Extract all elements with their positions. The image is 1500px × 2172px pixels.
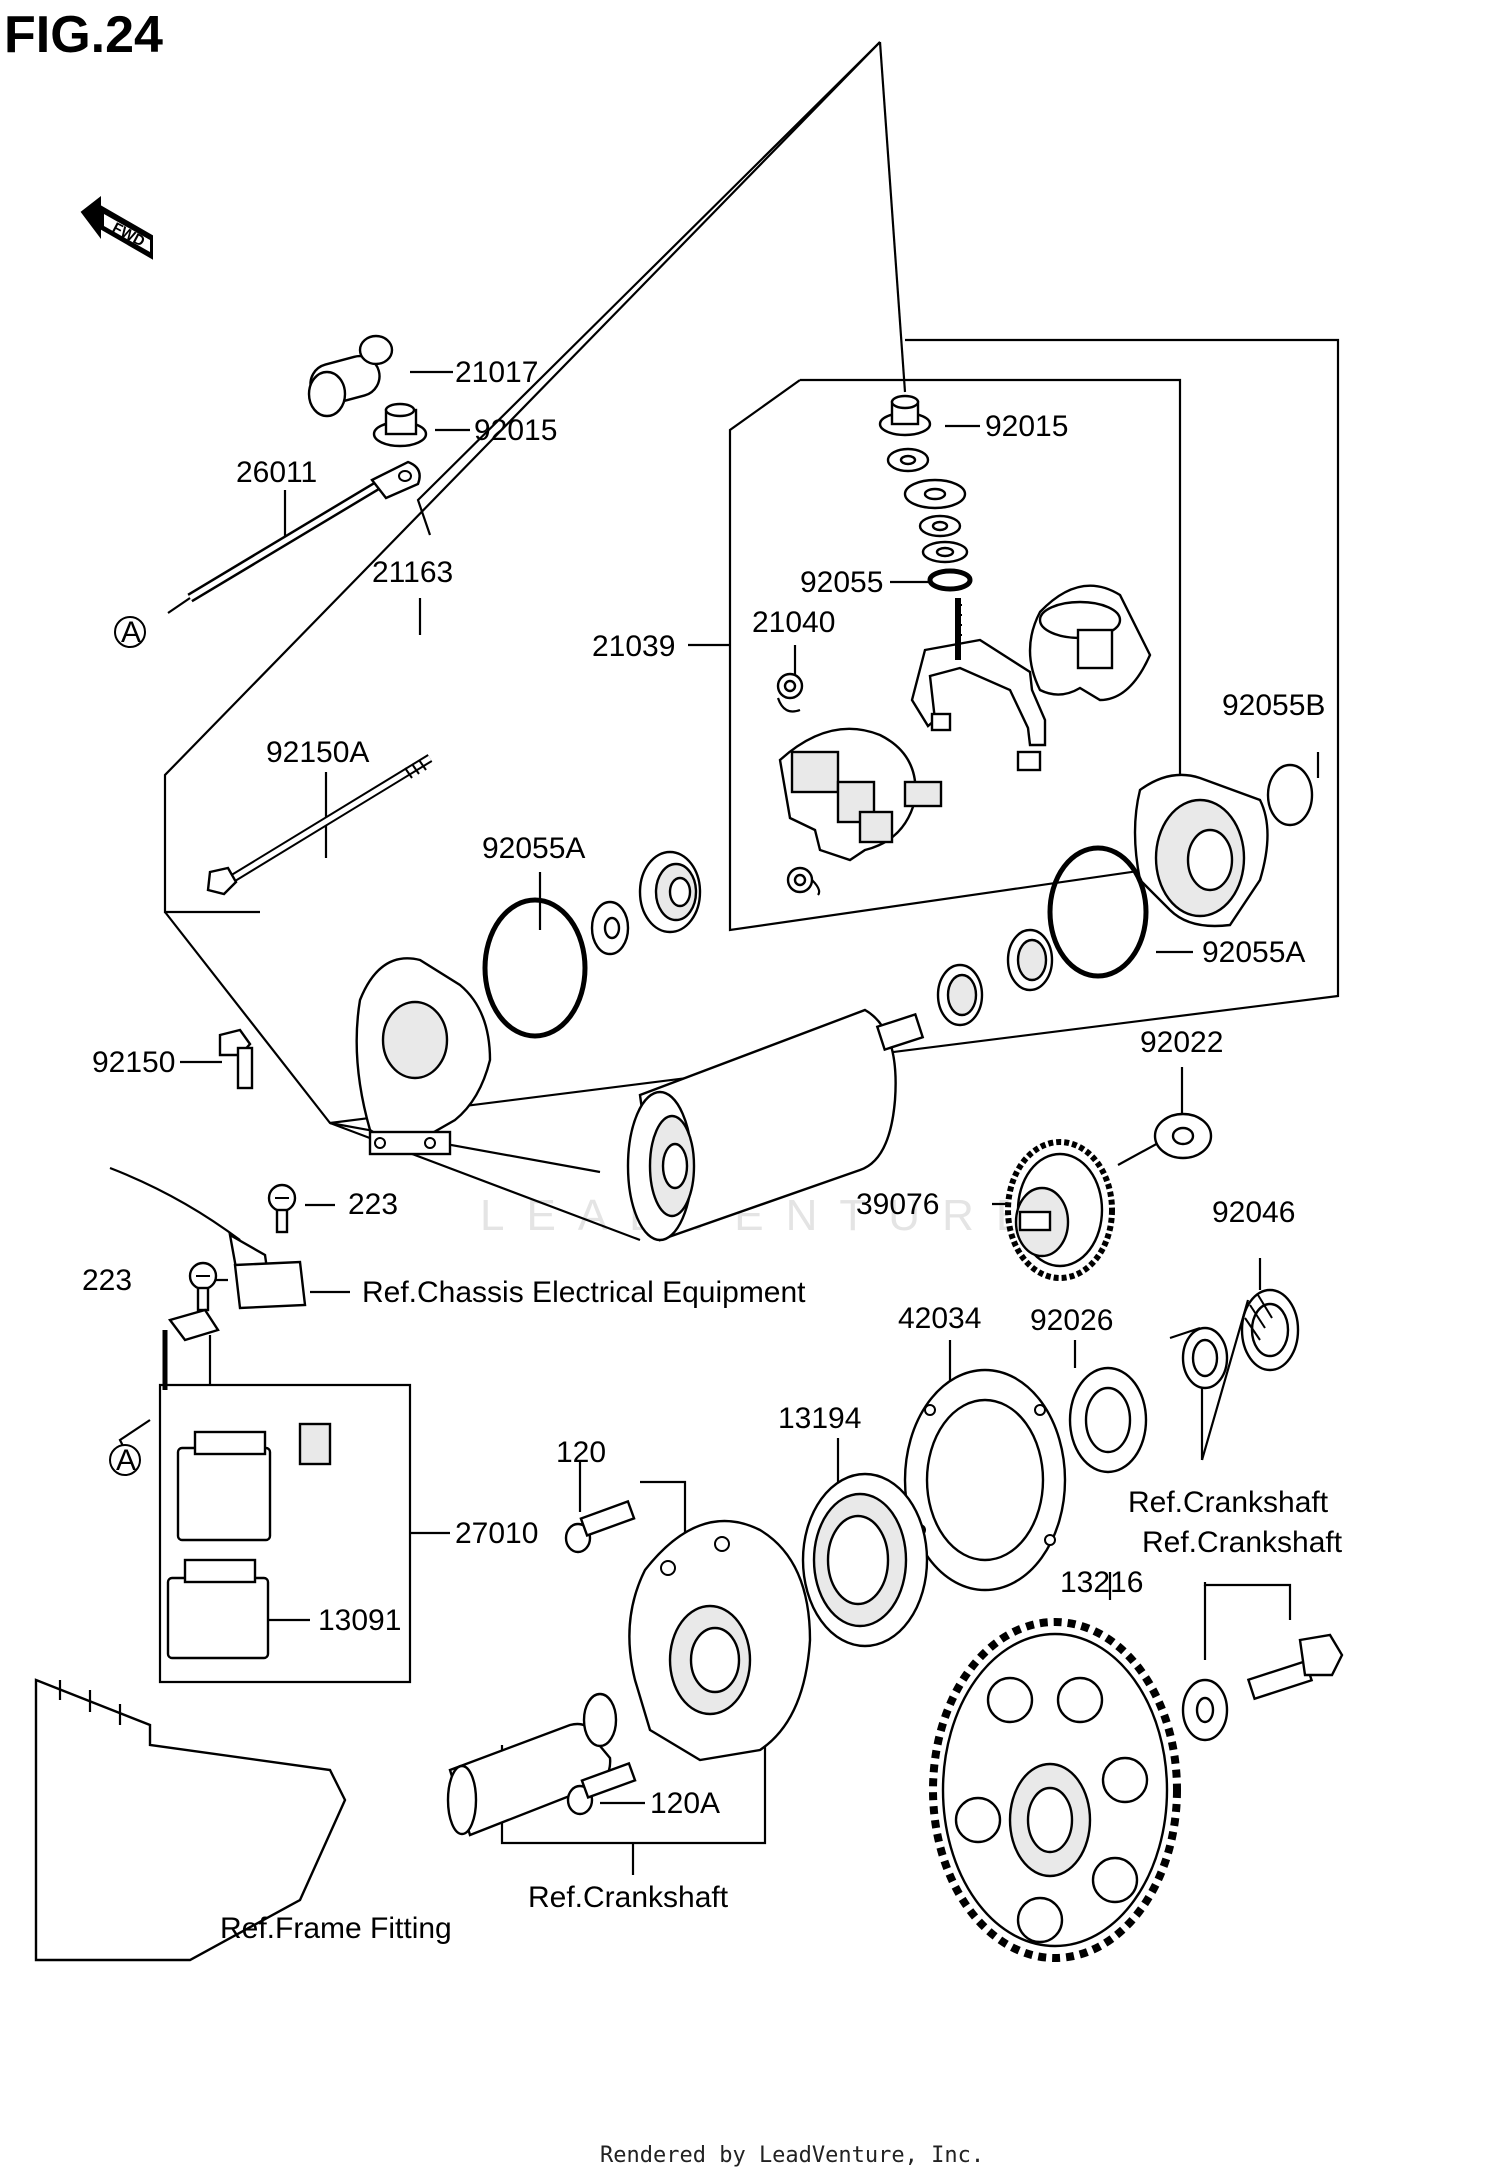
label-92055A-right: 92055A — [1202, 936, 1305, 969]
ground-terminal[interactable] — [162, 1308, 220, 1390]
part-21040-spring[interactable] — [776, 672, 821, 896]
label-92015-right: 92015 — [985, 410, 1068, 443]
label-13194: 13194 — [778, 1402, 861, 1435]
part-92055A-oring-right[interactable] — [1047, 845, 1149, 979]
washer-bottom-right[interactable] — [1181, 1678, 1229, 1742]
sleeve[interactable] — [1169, 1326, 1229, 1390]
part-26011-cable[interactable] — [167, 460, 421, 614]
part-92015-nut-right[interactable] — [878, 394, 932, 437]
label-21040: 21040 — [752, 606, 835, 639]
label-42034: 42034 — [898, 1302, 981, 1335]
label-223-left: 223 — [82, 1264, 132, 1297]
ref-circle-a-bottom: A — [109, 1444, 141, 1477]
bolt-bottom-right[interactable] — [1246, 1633, 1344, 1701]
part-13091-cover[interactable] — [166, 1558, 270, 1660]
washer-stack[interactable] — [886, 447, 969, 564]
footer-credit: Rendered by LeadVenture, Inc. — [600, 2143, 984, 2168]
label-ref-crankshaft-bottom: Ref.Crankshaft — [528, 1881, 729, 1914]
label-92026: 92026 — [1030, 1304, 1113, 1337]
bearing-left[interactable] — [638, 850, 702, 934]
figure-title: FIG.24 — [4, 6, 163, 64]
part-39076-idler-gear[interactable] — [1005, 1139, 1115, 1281]
label-92150A: 92150A — [266, 736, 369, 769]
part-92046-needle-bearing[interactable] — [1240, 1288, 1300, 1372]
label-27010: 27010 — [455, 1517, 538, 1550]
rear-cover[interactable] — [1133, 773, 1269, 928]
label-92046: 92046 — [1212, 1196, 1295, 1229]
starter-motor-body[interactable] — [626, 1008, 925, 1242]
label-92022: 92022 — [1140, 1026, 1223, 1059]
part-92022-washer[interactable] — [1153, 1112, 1213, 1160]
label-92055A-left: 92055A — [482, 832, 585, 865]
label-ref-crankshaft-2: Ref.Crankshaft — [1142, 1526, 1343, 1559]
part-42034-ring-gear[interactable] — [903, 1368, 1067, 1592]
brush-holder-body[interactable] — [778, 727, 943, 862]
part-92150-bolt[interactable] — [218, 1028, 254, 1090]
part-21039-brush-plate[interactable] — [910, 598, 1047, 772]
label-21039: 21039 — [592, 630, 675, 663]
svg-text:A: A — [116, 1444, 136, 1477]
part-92026-washer[interactable] — [1068, 1366, 1148, 1474]
crankshaft-stub[interactable] — [446, 1692, 618, 1837]
part-92055B-oring[interactable] — [1266, 763, 1314, 827]
label-92150: 92150 — [92, 1046, 175, 1079]
callout-labels: 21017 92015 26011 21163 92015 92055 2104… — [82, 356, 1343, 1945]
label-120A: 120A — [650, 1787, 720, 1820]
part-120-bolt[interactable] — [564, 1499, 636, 1554]
label-21163: 21163 — [372, 556, 453, 589]
label-223-top: 223 — [348, 1188, 398, 1221]
label-ref-chassis: Ref.Chassis Electrical Equipment — [362, 1276, 806, 1309]
part-13216-gear[interactable] — [929, 1618, 1181, 1962]
part-223-screw-left[interactable] — [188, 1261, 218, 1312]
label-92055B: 92055B — [1222, 689, 1325, 722]
part-13194-clutch[interactable] — [801, 1472, 929, 1648]
part-223-screw-top[interactable] — [267, 1183, 297, 1234]
bearing-mid[interactable] — [936, 928, 1054, 1027]
label-92015-left: 92015 — [474, 414, 557, 447]
label-120: 120 — [556, 1436, 606, 1469]
label-ref-crankshaft-1: Ref.Crankshaft — [1128, 1486, 1329, 1519]
end-cover-ring[interactable] — [1028, 584, 1152, 702]
label-13216: 13216 — [1060, 1566, 1143, 1599]
label-39076: 39076 — [856, 1188, 939, 1221]
chassis-bracket[interactable] — [233, 1260, 307, 1310]
part-92150A-bolt[interactable] — [206, 754, 433, 896]
label-21017: 21017 — [455, 356, 538, 389]
ref-circle-a-top: A — [114, 616, 146, 649]
svg-text:A: A — [121, 616, 141, 649]
part-21017-cap[interactable] — [306, 334, 394, 418]
label-13091: 13091 — [318, 1604, 401, 1637]
label-26011: 26011 — [236, 456, 317, 489]
fwd-arrow-icon: FWD — [80, 195, 153, 260]
part-92055-oring[interactable] — [927, 568, 973, 592]
clutch-housing[interactable] — [628, 1519, 812, 1762]
label-92055: 92055 — [800, 566, 883, 599]
washer-left[interactable] — [590, 900, 630, 956]
front-cover[interactable] — [355, 957, 492, 1156]
part-120A-bolt[interactable] — [566, 1761, 637, 1816]
part-92015-nut-left[interactable] — [372, 402, 428, 448]
part-27010-relay[interactable] — [176, 1422, 332, 1542]
label-ref-frame-fitting: Ref.Frame Fitting — [220, 1912, 452, 1945]
frame-bracket[interactable] — [34, 1678, 347, 1962]
part-92055A-oring-left[interactable] — [482, 897, 588, 1039]
